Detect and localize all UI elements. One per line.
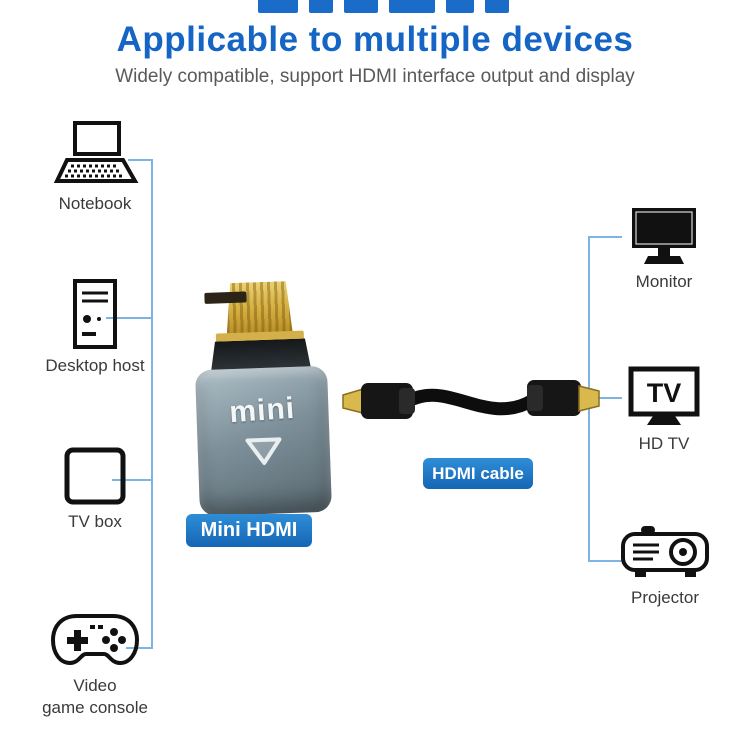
hdtv-icon: TV (628, 366, 700, 425)
projector-icon (621, 526, 709, 577)
hdmi-cable-photo (342, 380, 600, 419)
cropped-top-text (258, 0, 509, 13)
notebook-connector-stub (128, 159, 153, 161)
device-desktop-host: Desktop host (40, 278, 150, 377)
device-label: Notebook (58, 194, 132, 213)
hdmi-cable-badge: HDMI cable (423, 458, 533, 489)
cropped-text-fragment (446, 0, 474, 13)
cropped-text-fragment (258, 0, 298, 13)
desktop-connector-stub (106, 317, 153, 319)
device-game-console: Video game console (35, 606, 155, 719)
mini-hdmi-port (225, 281, 293, 335)
device-tv-box: TV box (40, 446, 150, 533)
down-arrow-icon (245, 437, 282, 465)
cropped-text-fragment (344, 0, 378, 13)
projector-connector-stub (588, 560, 622, 562)
game-console-icon (50, 614, 140, 666)
cropped-text-fragment (309, 0, 333, 13)
tv-box-icon (64, 447, 126, 505)
cropped-text-fragment (389, 0, 435, 13)
page-subtitle: Widely compatible, support HDMI interfac… (115, 66, 635, 87)
hdtv-icon-text: TV (647, 378, 682, 408)
adapter-printed-text: mini (228, 391, 297, 430)
tvbox-connector-stub (112, 479, 153, 481)
device-label: HD TV (638, 434, 690, 453)
console-connector-stub (126, 647, 153, 649)
page-title: Applicable to multiple devices (116, 20, 634, 59)
mini-hdmi-adapter-photo: mini (192, 280, 333, 517)
device-projector: Projector (603, 518, 727, 609)
device-label: Projector (630, 588, 700, 607)
device-label: TV box (68, 512, 122, 531)
hdtv-connector-stub (588, 397, 622, 399)
mini-hdmi-port-slot (204, 291, 247, 304)
adapter-body: mini (194, 365, 333, 517)
notebook-icon (53, 121, 139, 183)
device-label: Monitor (635, 272, 693, 291)
device-hd-tv: TV HD TV (609, 366, 719, 455)
desktop-host-icon (73, 279, 117, 349)
cropped-text-fragment (485, 0, 509, 13)
device-monitor: Monitor (609, 206, 719, 293)
mini-hdmi-badge: Mini HDMI (186, 514, 312, 547)
device-notebook: Notebook (40, 120, 150, 215)
device-label: Desktop host (45, 356, 145, 375)
left-connector-vertical-line (151, 159, 153, 649)
monitor-connector-stub (588, 236, 622, 238)
device-label: Video game console (42, 676, 148, 718)
monitor-icon (632, 208, 696, 264)
